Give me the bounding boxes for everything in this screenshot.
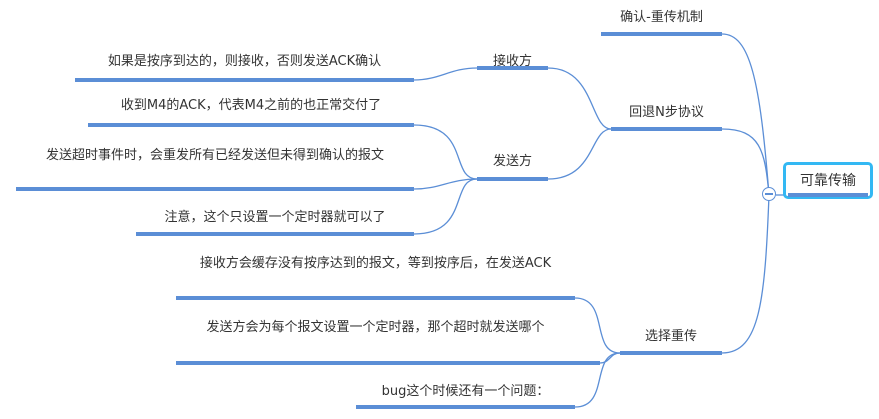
connector: [721, 194, 770, 354]
leaf-sr-2[interactable]: bug这个时候还有一个问题：: [356, 382, 575, 402]
root-label: 可靠传输: [800, 173, 856, 189]
connector: [547, 128, 612, 180]
node-label: 确认-重传机制: [620, 10, 703, 25]
node-gbn-receiver[interactable]: 接收方: [477, 52, 548, 72]
node-underline: [601, 32, 722, 36]
connector: [413, 178, 478, 235]
node-label: 回退N步协议: [629, 105, 704, 120]
connector: [721, 33, 770, 196]
leaf-sender-1[interactable]: 发送超时事件时，会重发所有已经发送但未得到确认的报文: [16, 146, 414, 166]
node-underline: [620, 351, 722, 355]
node-underline: [136, 232, 414, 236]
leaf-sender-0[interactable]: 收到M4的ACK，代表M4之前的也正常交付了: [88, 96, 414, 116]
leaf-sr-1[interactable]: 发送方会为每个报文设置一个定时器，那个超时就发送哪个: [176, 318, 575, 338]
collapse-toggle-icon[interactable]: [762, 187, 776, 201]
node-label: 接收方: [492, 54, 532, 69]
node-underline: [176, 296, 575, 300]
node-go-back-n[interactable]: 回退N步协议: [611, 103, 722, 123]
node-underline: [176, 361, 600, 365]
connector: [413, 67, 478, 81]
connector: [574, 297, 621, 354]
node-label: 接收方会缓存没有按序达到的报文，等到按序后，在发送ACK: [199, 256, 552, 271]
root-node[interactable]: 可靠传输: [783, 162, 873, 199]
node-label: bug这个时候还有一个问题：: [381, 384, 550, 399]
node-label: 收到M4的ACK，代表M4之前的也正常交付了: [120, 98, 382, 113]
connector: [413, 178, 478, 190]
node-label: 发送方会为每个报文设置一个定时器，那个超时就发送哪个: [206, 320, 545, 335]
node-underline: [16, 187, 414, 191]
node-underline: [75, 78, 414, 82]
node-gbn-sender[interactable]: 发送方: [477, 152, 548, 172]
leaf-sender-2[interactable]: 注意，这个只设置一个定时器就可以了: [136, 208, 414, 228]
node-underline: [477, 177, 548, 181]
node-underline: [477, 66, 548, 70]
connector: [574, 352, 621, 408]
connector: [413, 124, 478, 180]
connector: [721, 128, 770, 196]
connector: [599, 352, 621, 364]
node-label: 发送方: [492, 154, 532, 169]
node-selective-repeat[interactable]: 选择重传: [620, 327, 722, 347]
node-underline: [611, 127, 722, 131]
node-label: 如果是按序到达的，则接收，否则发送ACK确认: [107, 54, 382, 69]
connector: [547, 67, 612, 130]
node-ack-retransmit[interactable]: 确认-重传机制: [601, 8, 722, 28]
leaf-receiver-0[interactable]: 如果是按序到达的，则接收，否则发送ACK确认: [75, 52, 414, 72]
node-label: 注意，这个只设置一个定时器就可以了: [164, 210, 386, 225]
node-label: 选择重传: [644, 329, 697, 344]
root-underline: [788, 193, 868, 197]
node-underline: [88, 123, 414, 127]
leaf-sr-0[interactable]: 接收方会缓存没有按序达到的报文，等到按序后，在发送ACK: [176, 254, 575, 274]
node-label: 发送超时事件时，会重发所有已经发送但未得到确认的报文: [45, 148, 384, 163]
node-underline: [356, 405, 575, 409]
